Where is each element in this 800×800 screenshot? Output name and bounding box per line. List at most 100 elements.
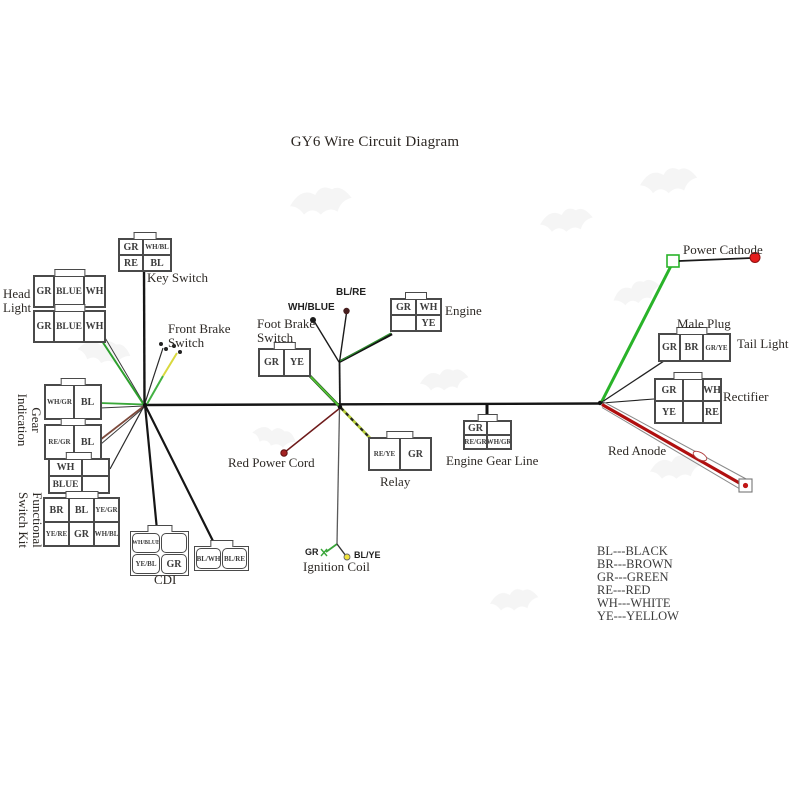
foot-brake-wire	[308, 374, 341, 408]
legend: BL---BLACK BR---BROWN GR---GREEN RE---RE…	[597, 545, 679, 622]
connector-cell: GR	[655, 379, 683, 401]
connector-cell: RE/GR	[464, 435, 487, 449]
connector-cell: WH	[703, 379, 721, 401]
connector-cell: GR	[34, 276, 54, 307]
bl-re-terminal-label: BL/RE	[336, 287, 366, 298]
engine-label: Engine	[445, 303, 482, 318]
ignition-blye-wire	[336, 543, 347, 557]
connector-cell: WH	[49, 459, 82, 476]
connector-cell: BR	[44, 498, 69, 522]
connector-tab	[53, 269, 86, 276]
connector-cell: GR	[400, 438, 431, 470]
legend-entry: GR---GREEN	[597, 569, 669, 584]
connector-cell: BLUE	[54, 276, 84, 307]
page-title: GY6 Wire Circuit Diagram	[290, 134, 460, 150]
center-hub-joint	[337, 404, 343, 410]
red-power-cord-wire	[284, 407, 341, 453]
red-anode-marker	[692, 450, 708, 462]
cdi-wire-1	[143, 404, 159, 531]
bl-re-terminal-dot	[343, 307, 350, 315]
connector-cell: YE/BL	[132, 554, 160, 574]
gear-ind-wire-2b	[100, 406, 145, 445]
gear-ind-wire-1	[99, 402, 145, 406]
main-bus-wire	[144, 402, 601, 407]
connector-tab	[673, 372, 703, 379]
key-switch-label: Key Switch	[147, 270, 209, 285]
connector-cell: GR	[659, 334, 680, 361]
connector-cell: RE	[703, 401, 721, 423]
front-brake-terminal-1a	[159, 342, 163, 346]
power-cathode-wire-green	[599, 261, 675, 404]
legend-entry: YE---YELLOW	[597, 608, 679, 623]
legend-entry: BL---BLACK	[597, 544, 668, 558]
wh-blue-terminal-dot	[310, 317, 316, 323]
connector-cell: BL	[143, 255, 171, 271]
connector-cell: GR	[161, 554, 187, 574]
connector-cell: WH	[84, 311, 105, 342]
connector-tab	[133, 232, 157, 239]
gear-ind-wire-2	[99, 405, 145, 441]
connector-tab	[60, 418, 86, 425]
connector-cell: WH/BL	[94, 522, 119, 546]
left-hub-joint	[142, 402, 148, 408]
bl-re-terminal-wire	[338, 312, 348, 363]
connector-tab	[53, 304, 86, 311]
connector-cell	[683, 401, 703, 423]
power-cathode-plug	[666, 254, 680, 268]
connector-cell: WH	[84, 276, 105, 307]
engine-wire-green	[339, 332, 392, 362]
connector-tab	[65, 491, 98, 498]
red-anode-wire	[601, 403, 743, 486]
connector-cell: BLUE	[54, 311, 84, 342]
ignition-coil-label: Ignition Coil	[303, 559, 370, 574]
wh-blue-terminal-wire	[313, 320, 340, 363]
key-switch-wire	[142, 269, 146, 405]
front-brake-switch-label: Front Brake Switch	[168, 321, 231, 350]
ignition-gr-terminal-b	[320, 548, 328, 557]
connector-cell: GR	[69, 522, 94, 546]
junction-drop-wire	[338, 361, 341, 408]
rectifier-label: Rectifier	[723, 389, 769, 404]
connector-tab	[65, 452, 93, 459]
right-hub-joint	[597, 400, 603, 406]
male-plug-label: Male Plug	[677, 316, 731, 331]
front-brake-terminal-2a	[172, 344, 176, 348]
red-anode-outline-bottom	[601, 407, 741, 490]
gear-indication-label: Gear Indication	[15, 393, 44, 447]
connector-cell: BL	[69, 498, 94, 522]
foot-brake-switch-label: Foot Brake Switch	[257, 316, 316, 345]
head-light-wire-green	[101, 340, 145, 406]
connector-tab	[146, 525, 173, 532]
connector-tab	[405, 292, 427, 299]
connector-tab	[209, 540, 234, 547]
head-light-wire-dark	[103, 335, 144, 404]
wh-blue-box-wire	[109, 405, 145, 470]
front-brake-terminal-2b	[178, 350, 182, 354]
connector-cell: WH/GR	[45, 385, 74, 419]
connector-cell: GR	[119, 239, 143, 255]
connector-cell: BL	[74, 385, 101, 419]
ignition-gr-wire	[325, 543, 338, 553]
connector-cell	[487, 421, 511, 435]
connector-cell: RE/YE	[369, 438, 400, 470]
ignition-gr-label: GR	[305, 547, 319, 557]
connector-cell: WH/GR	[487, 435, 511, 449]
connector-cell: YE/GR	[94, 498, 119, 522]
